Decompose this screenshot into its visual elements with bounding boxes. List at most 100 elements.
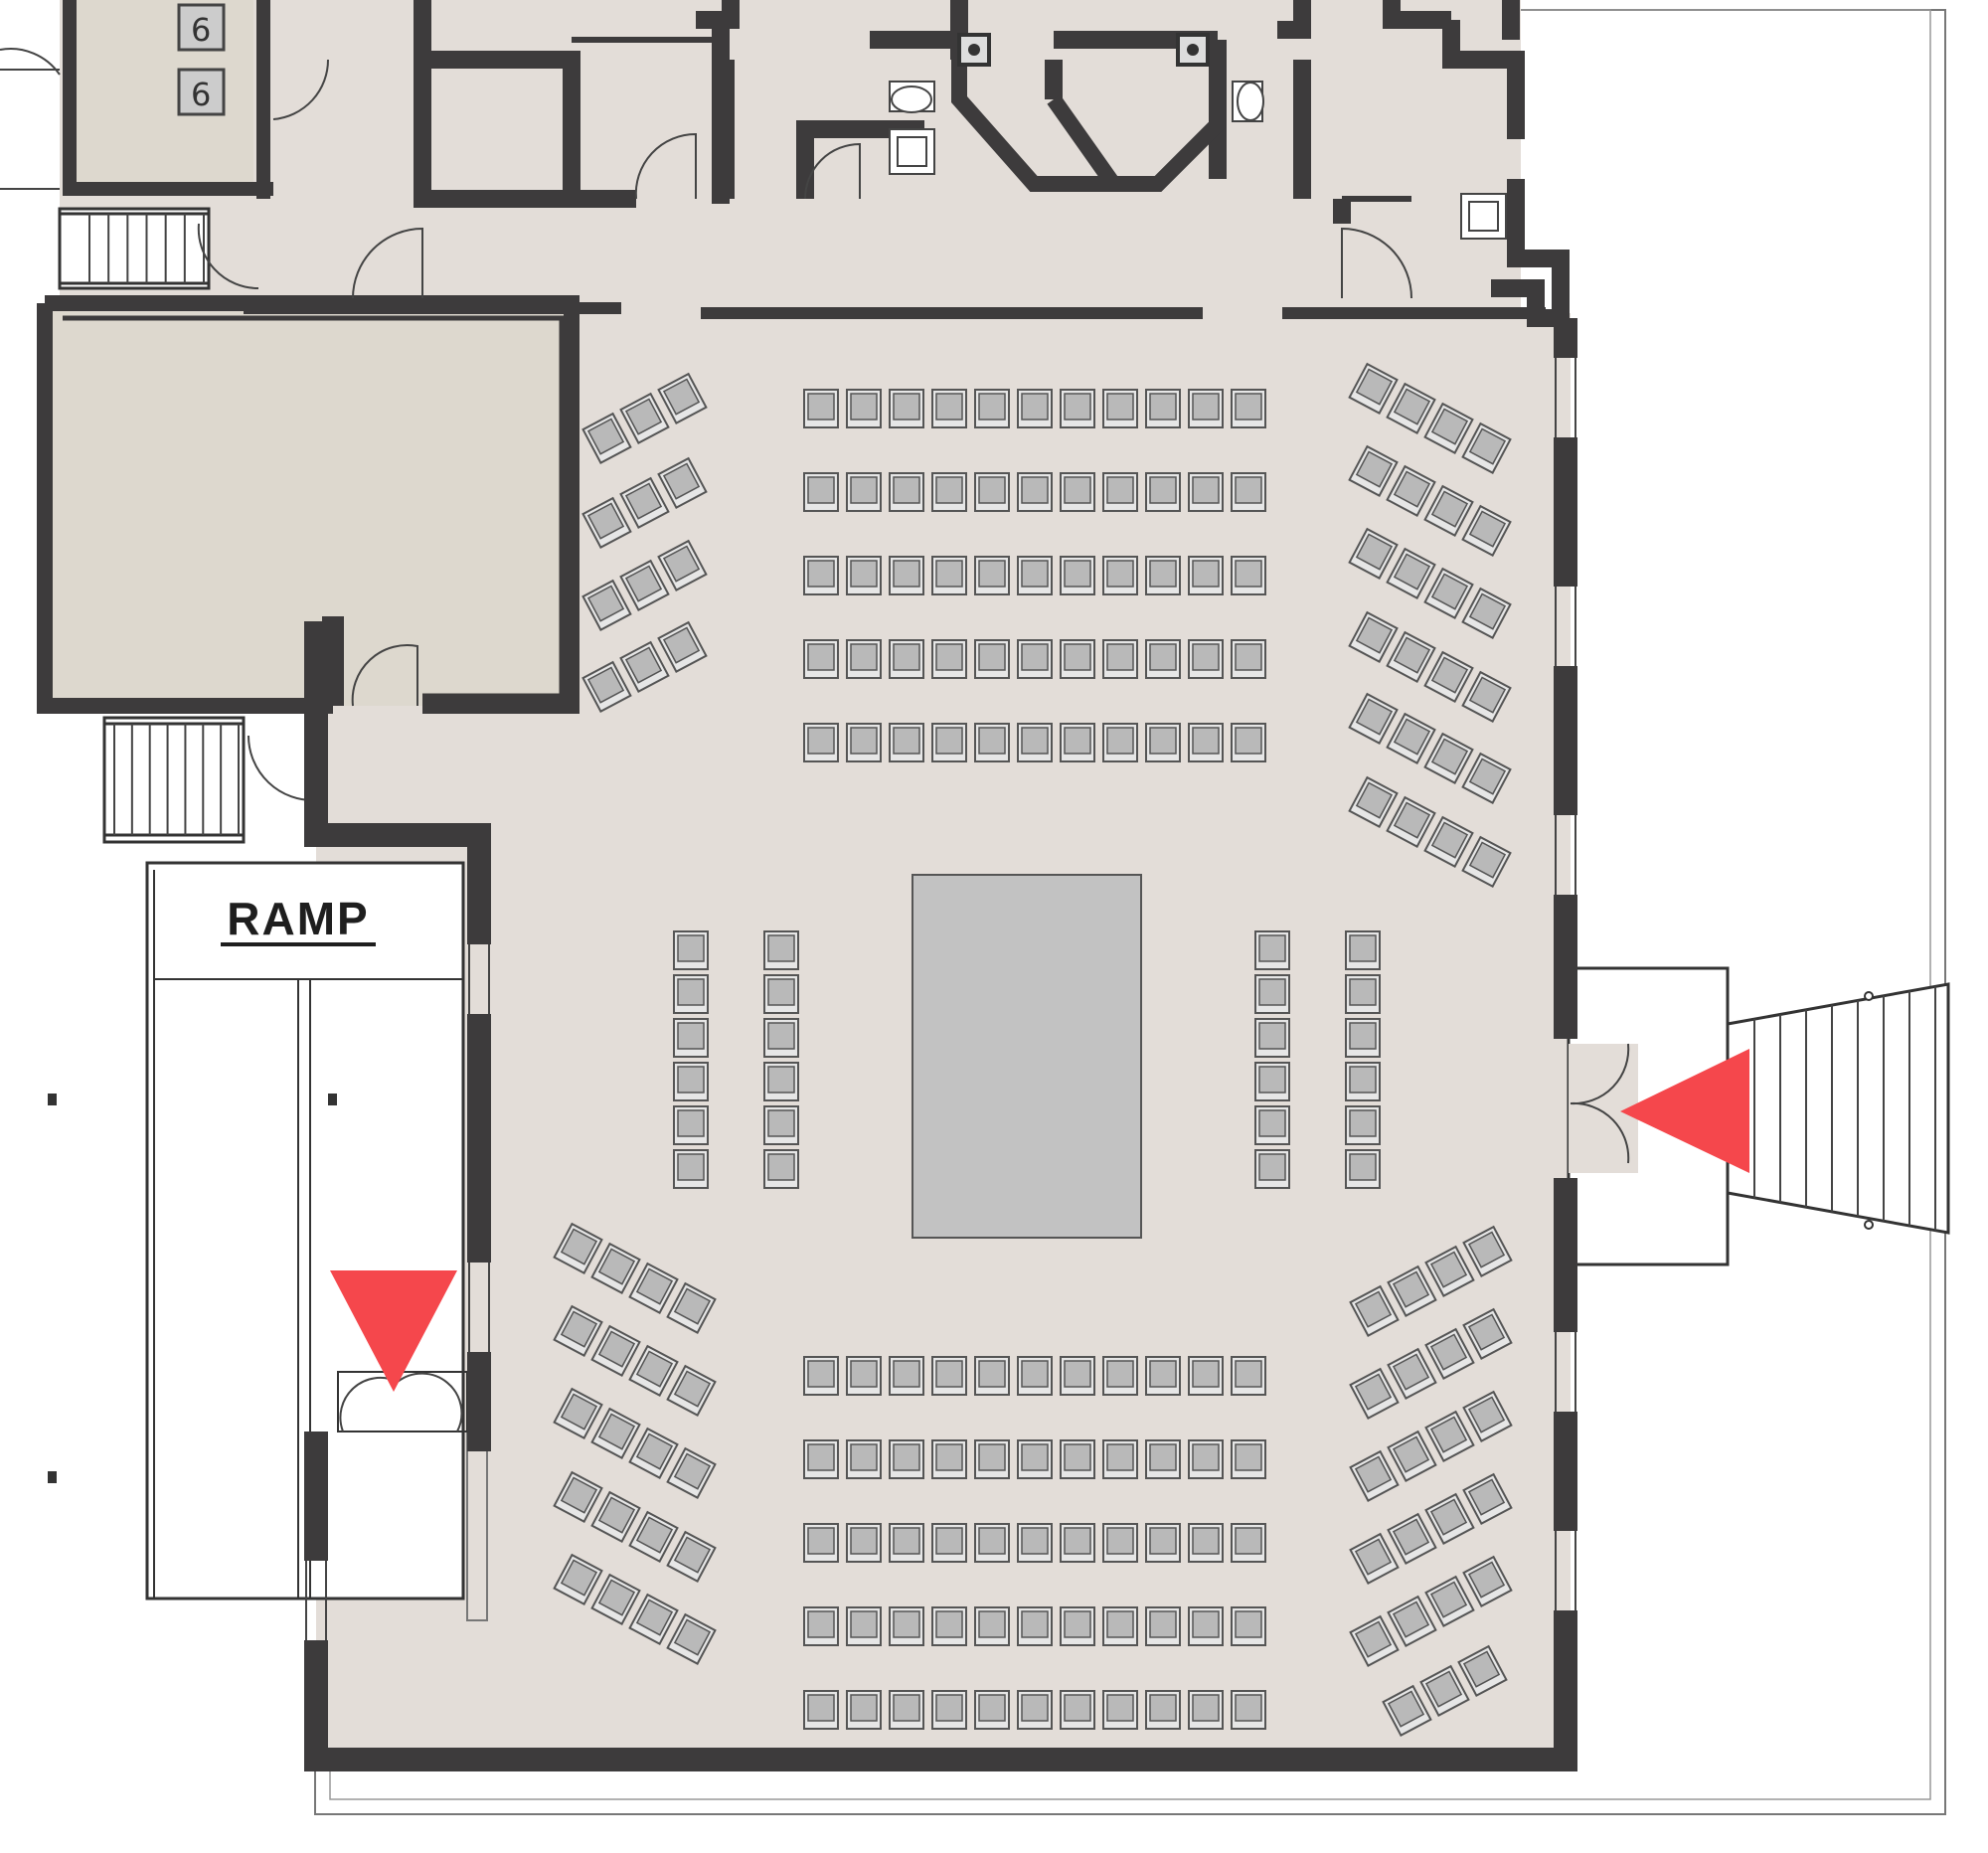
- chair: [803, 639, 839, 679]
- chair: [803, 1606, 839, 1646]
- chair: [553, 1387, 603, 1439]
- chair: [1348, 362, 1399, 415]
- chair: [673, 1149, 709, 1189]
- chair: [1145, 1356, 1181, 1396]
- door-swing-icon: [0, 48, 1630, 1432]
- chair: [553, 1553, 603, 1605]
- chair: [803, 389, 839, 428]
- chair: [1017, 1523, 1053, 1563]
- chair: [673, 1105, 709, 1145]
- chair: [673, 1018, 709, 1058]
- chair: [1017, 723, 1053, 762]
- chair: [974, 1606, 1010, 1646]
- chair: [846, 1439, 882, 1479]
- chair: [1017, 556, 1053, 595]
- svg-text:6: 6: [191, 11, 211, 49]
- chair: [1424, 1492, 1475, 1545]
- chair: [1387, 1347, 1437, 1400]
- chair: [1254, 1062, 1290, 1101]
- chair: [1387, 1430, 1437, 1482]
- chair: [1349, 1614, 1400, 1667]
- chair: [1254, 974, 1290, 1014]
- chair: [1188, 389, 1224, 428]
- chair: [1387, 1595, 1437, 1647]
- chair: [1348, 610, 1399, 663]
- chair: [889, 1690, 924, 1730]
- chair: [1188, 556, 1224, 595]
- chair: [763, 1018, 799, 1058]
- chair: [1423, 402, 1474, 454]
- chair: [1349, 1532, 1400, 1585]
- entrance-arrow-right: [1620, 1049, 1749, 1173]
- chair: [889, 1439, 924, 1479]
- chair: [1102, 389, 1138, 428]
- chair: [931, 556, 967, 595]
- northwest-room: [70, 0, 253, 194]
- chair: [1348, 444, 1399, 497]
- chair: [974, 1439, 1010, 1479]
- chair: [1145, 1606, 1181, 1646]
- chair: [1145, 472, 1181, 512]
- chair: [974, 639, 1010, 679]
- chair: [1231, 1439, 1266, 1479]
- chair: [1188, 723, 1224, 762]
- chair: [590, 1490, 641, 1543]
- chair: [657, 539, 708, 591]
- north-corridor-thin-walls: [569, 37, 1411, 202]
- chair: [1423, 815, 1474, 868]
- chair: [1345, 1062, 1381, 1101]
- chair: [619, 476, 670, 529]
- northwest-stairs: [58, 207, 211, 290]
- chair: [1060, 1356, 1095, 1396]
- chair: [590, 1573, 641, 1625]
- chair: [1386, 712, 1436, 764]
- chair: [1461, 587, 1512, 639]
- chair: [628, 1262, 679, 1314]
- chair: [1462, 1225, 1513, 1277]
- ramp-label: RAMP: [227, 893, 369, 944]
- chair: [581, 660, 632, 713]
- chair: [1419, 1664, 1470, 1717]
- chair: [1423, 484, 1474, 537]
- chair: [803, 1523, 839, 1563]
- chair: [846, 389, 882, 428]
- chair: [1102, 723, 1138, 762]
- chair: [974, 1523, 1010, 1563]
- chair: [590, 1407, 641, 1459]
- chair: [1017, 1439, 1053, 1479]
- chair: [889, 389, 924, 428]
- chair: [1462, 1555, 1513, 1607]
- sink-icon: [1460, 193, 1507, 240]
- chair: [1017, 639, 1053, 679]
- chair: [1102, 1439, 1138, 1479]
- chair: [1102, 1356, 1138, 1396]
- chair: [931, 639, 967, 679]
- chair: [1387, 1512, 1437, 1565]
- chair: [1231, 1356, 1266, 1396]
- main-hall-walls: [304, 318, 1577, 1771]
- chair: [1424, 1245, 1475, 1297]
- chair: [1461, 670, 1512, 723]
- chair: [763, 930, 799, 970]
- stair-icon: [113, 724, 240, 835]
- seating: [553, 362, 1513, 1737]
- chair: [1231, 639, 1266, 679]
- chair: [1188, 1439, 1224, 1479]
- chair: [1349, 1449, 1400, 1502]
- chair: [1188, 472, 1224, 512]
- chair: [1017, 1606, 1053, 1646]
- chair: [1145, 1523, 1181, 1563]
- chair: [1102, 1606, 1138, 1646]
- chair: [889, 1606, 924, 1646]
- chair: [553, 1304, 603, 1357]
- chair: [1348, 692, 1399, 745]
- chair: [1345, 1018, 1381, 1058]
- north-chapel-walls: [951, 40, 1226, 192]
- chair: [619, 392, 670, 444]
- chair: [1145, 389, 1181, 428]
- chair: [931, 1439, 967, 1479]
- chair: [1461, 835, 1512, 888]
- chair: [581, 412, 632, 464]
- chair: [1017, 389, 1053, 428]
